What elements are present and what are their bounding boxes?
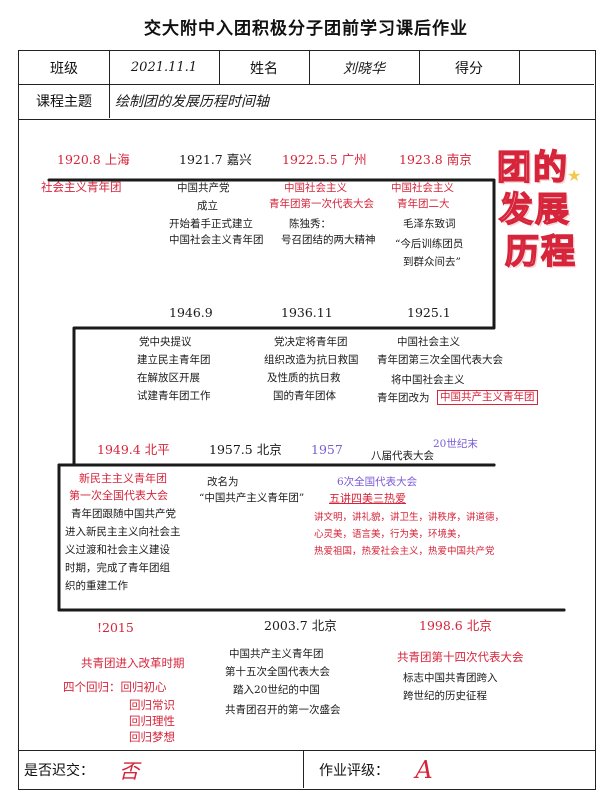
event-10-note: 八届代表大会 bbox=[371, 450, 434, 462]
score-label: 得分 bbox=[455, 60, 483, 77]
event-14-sub2: 跨世纪的历史征程 bbox=[403, 690, 487, 702]
event-3-line1: 中国社会主义 bbox=[284, 182, 347, 194]
class-label: 班级 bbox=[50, 60, 78, 77]
event-8-date: 1949.4 北平 bbox=[97, 442, 170, 457]
event-7-line2: 青年团第三次全国代表大会 bbox=[377, 354, 503, 366]
event-10-note2: 20世纪末 bbox=[433, 438, 478, 450]
timeline-area: 团的 发展 历程 ★ 1920.8 上海 社会主义青年团 1921.7 嘉兴 中… bbox=[18, 120, 596, 750]
event-7-line4: 青年团改为 bbox=[377, 392, 430, 404]
event-11-title: 6次全国代表大会 bbox=[337, 476, 418, 488]
event-3-sub2: 号召团结的两大精神 bbox=[281, 234, 376, 246]
class-value: 2021.11.1 bbox=[130, 60, 198, 75]
event-2-line3: 开始着手正式建立 bbox=[169, 218, 253, 230]
event-3-date: 1922.5.5 广州 bbox=[282, 152, 367, 167]
late-value: 否 bbox=[119, 759, 139, 783]
footer-form: 是否迟交： 否 作业评级： A bbox=[18, 750, 596, 790]
event-12-sub2: 回归常识 bbox=[129, 698, 175, 712]
event-9-line1: 改名为 bbox=[207, 476, 239, 488]
event-8-line2: 第一次全国代表大会 bbox=[69, 489, 168, 502]
grade-label: 作业评级： bbox=[319, 762, 389, 779]
event-7-line3: 将中国社会主义 bbox=[391, 374, 465, 386]
grade-value: A bbox=[415, 755, 433, 784]
event-6-line4: 国的青年团体 bbox=[273, 390, 336, 402]
event-14-line1: 共青团第十四次代表大会 bbox=[397, 650, 524, 664]
event-8-sub5: 织的重建工作 bbox=[65, 580, 128, 592]
event-6-line2: 组织改造为抗日救国 bbox=[264, 354, 359, 366]
event-7-line1: 中国社会主义 bbox=[397, 336, 460, 348]
topic-label: 课程主题 bbox=[36, 94, 92, 110]
event-3-line2: 青年团第一次代表大会 bbox=[269, 198, 374, 210]
event-2-line4: 中国社会主义青年团 bbox=[169, 234, 264, 246]
event-5-date: 1946.9 bbox=[169, 305, 213, 320]
event-11-sub2: 心灵美，语言美，行为美，环境美， bbox=[314, 529, 467, 540]
event-1-text: 社会主义青年团 bbox=[41, 180, 122, 194]
timeline-path bbox=[47, 178, 566, 612]
topic-value: 绘制团的发展历程时间轴 bbox=[115, 94, 269, 110]
event-1-date: 1920.8 上海 bbox=[57, 152, 130, 167]
event-4-sub1: 毛泽东致词 bbox=[403, 218, 456, 230]
event-10-date: 1957 bbox=[311, 442, 343, 457]
art-title-line1: 团的 bbox=[496, 147, 569, 188]
event-8-sub1: 青年团跟随中国共产党 bbox=[71, 508, 176, 520]
event-4-sub2: “今后训练团员 bbox=[395, 238, 464, 250]
event-2-line1: 中国共产党 bbox=[177, 182, 230, 194]
event-8-sub2: 进入新民主主义向社会主 bbox=[65, 526, 181, 538]
event-8-line1: 新民主主义青年团 bbox=[79, 472, 167, 485]
event-14-sub1: 标志中国共青团跨入 bbox=[403, 672, 498, 684]
event-2-date: 1921.7 嘉兴 bbox=[179, 152, 252, 167]
document-title: 交大附中入团积极分子团前学习课后作业 bbox=[144, 19, 468, 39]
event-7-boxed: 中国共产主义青年团 bbox=[437, 390, 538, 406]
event-9-date: 1957.5 北京 bbox=[209, 442, 282, 457]
event-13-line4: 共青团召开的第一次盛会 bbox=[225, 704, 341, 716]
score-value bbox=[519, 51, 595, 84]
event-11-sub3: 热爱祖国，热爱社会主义，热爱中国共产党 bbox=[314, 546, 495, 557]
event-13-date: 2003.7 北京 bbox=[264, 618, 337, 633]
event-9-line2: “中国共产主义青年团” bbox=[199, 492, 305, 504]
event-12-line1: 共青团进入改革时期 bbox=[81, 656, 185, 670]
event-11-line1: 五讲四美三热爱 bbox=[329, 492, 406, 505]
event-6-line3: 及性质的抗日救 bbox=[267, 372, 341, 384]
event-5-line3: 在解放区开展 bbox=[137, 372, 200, 384]
event-6-line1: 党决定将青年团 bbox=[274, 336, 348, 348]
event-12-sub4: 回归梦想 bbox=[129, 730, 175, 744]
art-title-line3: 历程 bbox=[504, 231, 577, 272]
header-form: 班级 2021.11.1 姓名 刘晓华 得分 课程主题 绘制团的发展历程时间轴 bbox=[18, 50, 596, 120]
art-title-line2: 发展 bbox=[498, 189, 571, 230]
name-label: 姓名 bbox=[250, 60, 278, 77]
event-11-sub1: 讲文明，讲礼貌，讲卫生，讲秩序，讲道德， bbox=[314, 512, 505, 523]
event-8-sub4: 时期，完成了青年团组 bbox=[65, 562, 170, 574]
event-13-line2: 第十五次全国代表大会 bbox=[225, 666, 330, 678]
event-2-line2: 成立 bbox=[197, 200, 218, 212]
event-12-date: !2015 bbox=[97, 620, 134, 635]
event-7-date: 1925.1 bbox=[407, 305, 451, 320]
event-4-sub3: 到群众间去” bbox=[403, 256, 461, 268]
event-13-line1: 中国共产主义青年团 bbox=[229, 648, 324, 660]
event-4-line1: 中国社会主义 bbox=[391, 182, 454, 194]
event-14-date: 1998.6 北京 bbox=[419, 618, 492, 633]
event-5-line1: 党中央提议 bbox=[139, 336, 192, 348]
star-icon: ★ bbox=[567, 166, 582, 185]
name-value: 刘晓华 bbox=[343, 60, 385, 77]
event-4-date: 1923.8 南京 bbox=[399, 152, 472, 167]
event-4-line2: 青年团二大 bbox=[397, 198, 450, 210]
event-5-line4: 试建青年团工作 bbox=[137, 390, 211, 402]
event-5-line2: 建立民主青年团 bbox=[137, 354, 211, 366]
event-12-sub1: 四个回归：回归初心 bbox=[63, 680, 167, 694]
event-3-sub1: 陈独秀： bbox=[289, 218, 331, 230]
event-12-sub3: 回归理性 bbox=[129, 714, 175, 728]
late-label: 是否迟交： bbox=[24, 762, 94, 779]
event-6-date: 1936.11 bbox=[281, 305, 333, 320]
event-8-sub3: 义过渡和社会主义建设 bbox=[65, 544, 170, 556]
event-13-line3: 踏入20世纪的中国 bbox=[233, 684, 320, 696]
